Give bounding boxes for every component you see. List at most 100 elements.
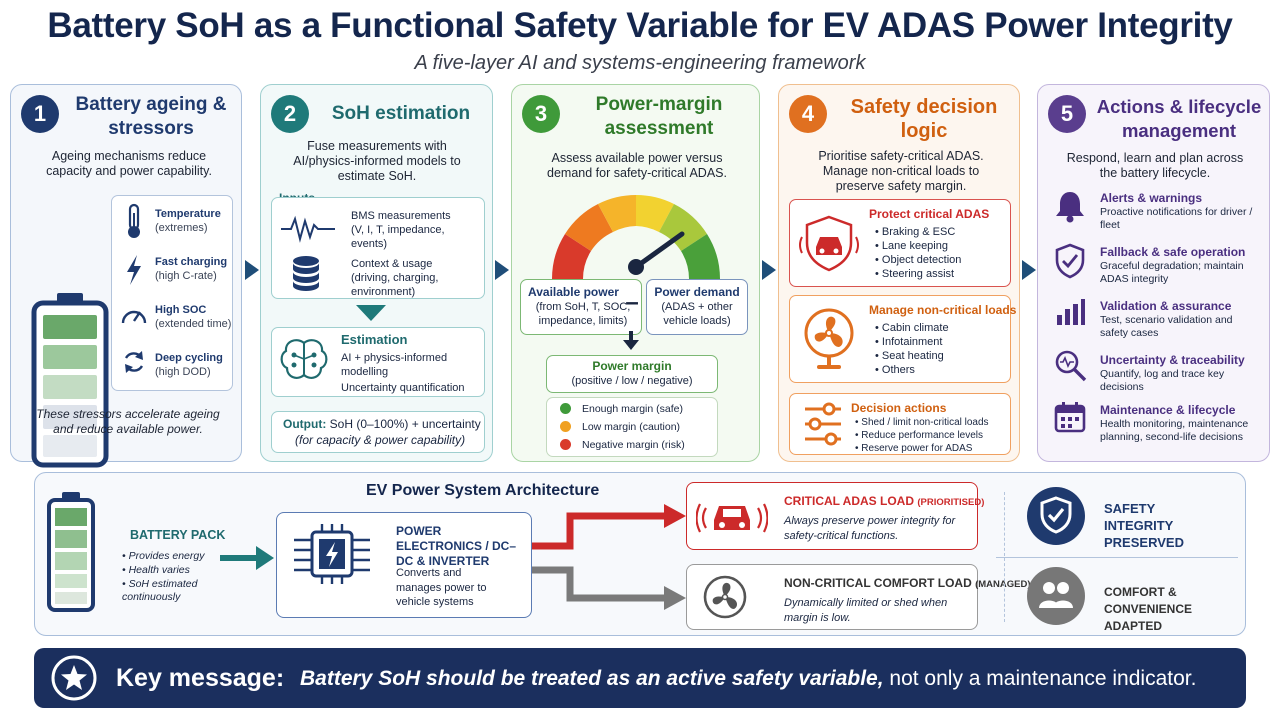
output-sub: (for capacity & power capability)	[295, 433, 466, 447]
protect-item-label: Braking & ESC	[881, 226, 956, 238]
battery-icon	[31, 293, 109, 468]
comfort-adapted-label: COMFORT & CONVENIENCE ADAPTED	[1104, 585, 1193, 633]
bell-icon	[1056, 192, 1084, 223]
output-text: SoH (0–100%) + uncertainty	[329, 417, 481, 431]
available-power-title: Available power	[528, 285, 619, 299]
noncritical-load-box	[686, 564, 978, 630]
step-number-1: 1	[21, 95, 59, 133]
margin-level-label: Enough margin (safe)	[582, 403, 683, 415]
protect-item-label: Lane keeping	[881, 240, 948, 252]
manage-item: • Others	[875, 364, 915, 376]
power-electronics-title: POWER ELECTRONICS / DC–DC & INVERTER	[396, 524, 517, 568]
key-message-text: Battery SoH should be treated as an acti…	[300, 666, 1196, 692]
protect-item: • Steering assist	[875, 268, 955, 280]
panel-description: Respond, learn and plan across the batte…	[1066, 151, 1244, 180]
architecture-title: EV Power System Architecture	[366, 482, 600, 499]
manage-item-label: Infotainment	[881, 336, 943, 348]
action-title: Fallback & safe operation	[1100, 245, 1246, 259]
critical-load-title: CRITICAL ADAS LOAD	[784, 494, 914, 508]
manage-item-label: Cabin climate	[881, 322, 949, 334]
panel-description: Fuse measurements with AI/physics-inform…	[293, 139, 461, 183]
margin-level-dot	[560, 421, 571, 432]
available-power-box	[520, 279, 642, 335]
stressor-sub: (high DOD)	[155, 366, 211, 378]
key-message-label: Key message:	[116, 664, 285, 692]
action-sub: Graceful degradation; maintain ADAS inte…	[1100, 260, 1244, 285]
bar-chart-icon	[1057, 299, 1085, 325]
calendar-icon	[1054, 402, 1086, 433]
brain-icon	[280, 339, 328, 379]
estimation-uncertainty: Uncertainty quantification	[341, 382, 465, 394]
decision-item-label: Reduce performance levels	[861, 430, 984, 441]
manage-item: • Seat heating	[875, 350, 944, 362]
cycle-icon	[124, 351, 144, 373]
panel-description: Prioritise safety-critical ADAS. Manage …	[818, 149, 984, 193]
stressor-name: Deep cycling	[155, 352, 223, 364]
panel-title: Safety decision logic	[850, 96, 998, 142]
safety-shield-icon	[1027, 487, 1085, 545]
sliders-icon	[805, 402, 841, 446]
margin-level-dot	[560, 403, 571, 414]
estimation-method: AI + physics-informed modelling	[341, 352, 448, 378]
protect-item: • Braking & ESC	[875, 226, 956, 238]
panel-title: Battery ageing & stressors	[75, 94, 227, 139]
estimation-title: Estimation	[341, 332, 408, 347]
output-box	[271, 411, 485, 453]
battery-pack-title: BATTERY PACK	[130, 528, 226, 542]
panel-description: Ageing mechanisms reduce capacity and po…	[46, 149, 212, 178]
power-margin-box	[546, 355, 718, 393]
panel-safety-decision: 4 Safety decision logic Prioritise safet…	[778, 84, 1020, 462]
output-line: Output: SoH (0–100%) + uncertainty	[283, 417, 481, 431]
action-sub: Health monitoring, maintenance planning,…	[1100, 418, 1249, 443]
power-electronics-sub: Converts and manages power to vehicle sy…	[396, 567, 487, 608]
horizontal-divider	[996, 557, 1238, 558]
stressor-sub: (extended time)	[155, 318, 232, 330]
power-demand-title: Power demand	[654, 285, 740, 299]
minus-sign: –	[625, 289, 639, 316]
action-title: Maintenance & lifecycle	[1100, 403, 1236, 417]
noncritical-load-title: NON-CRITICAL COMFORT LOAD	[784, 576, 972, 590]
manage-item: • Infotainment	[875, 336, 943, 348]
manage-item: • Cabin climate	[875, 322, 949, 334]
panel-description: Assess available power versus demand for…	[547, 151, 727, 180]
step-number-2: 2	[271, 95, 309, 133]
bms-sub: (V, I, T, impedance, events)	[351, 224, 445, 250]
power-demand-box	[646, 279, 748, 335]
stressor-sub: (high C-rate)	[155, 270, 217, 282]
decision-item-label: Reserve power for ADAS	[861, 443, 973, 454]
inputs-box	[271, 197, 485, 299]
manage-item-label: Seat heating	[881, 350, 944, 362]
critical-load-tag: (PRIORITISED)	[917, 497, 985, 508]
panel-title: Power-margin assessment	[595, 94, 723, 139]
context-sub: (driving, charging, environment)	[351, 272, 439, 298]
step-number-3: 3	[522, 95, 560, 133]
protect-item-label: Object detection	[881, 254, 962, 266]
protect-title: Protect critical ADAS	[869, 207, 990, 221]
arrow-down-icon	[356, 305, 386, 321]
fan-icon	[804, 308, 854, 369]
panel-title: SoH estimation	[331, 103, 471, 124]
key-message-bar	[34, 648, 1246, 708]
bms-title: BMS measurements	[351, 210, 451, 222]
protect-item: • Object detection	[875, 254, 962, 266]
power-demand-sub: (ADAS + other vehicle loads)	[661, 301, 733, 327]
noncritical-load-tag: (MANAGED)	[975, 579, 1031, 590]
available-power-sub: (from SoH, T, SOC, impedance, limits)	[535, 301, 631, 327]
lightning-icon	[127, 255, 141, 285]
waveform-icon	[281, 215, 335, 243]
context-title: Context & usage	[351, 258, 433, 270]
shield-car-icon	[799, 215, 859, 272]
decision-item: • Shed / limit non-critical loads	[855, 417, 989, 428]
battery-pack-item: • SoH estimated continuously	[122, 578, 198, 603]
power-margin-sub: (positive / low / negative)	[571, 375, 693, 387]
stressor-name: High SOC	[155, 304, 207, 316]
battery-pack-item-label: SoH estimated continuously	[122, 578, 198, 603]
margin-level-label: Low margin (caution)	[582, 421, 681, 433]
manage-item-label: Others	[881, 364, 915, 376]
decision-item: • Reduce performance levels	[855, 430, 984, 441]
step-number-5: 5	[1048, 95, 1086, 133]
arrow-down-icon	[623, 331, 639, 350]
power-flow-arrows	[532, 504, 686, 610]
flow-arrow	[762, 260, 776, 280]
noncritical-load-sub: Dynamically limited or shed when margin …	[784, 597, 948, 624]
